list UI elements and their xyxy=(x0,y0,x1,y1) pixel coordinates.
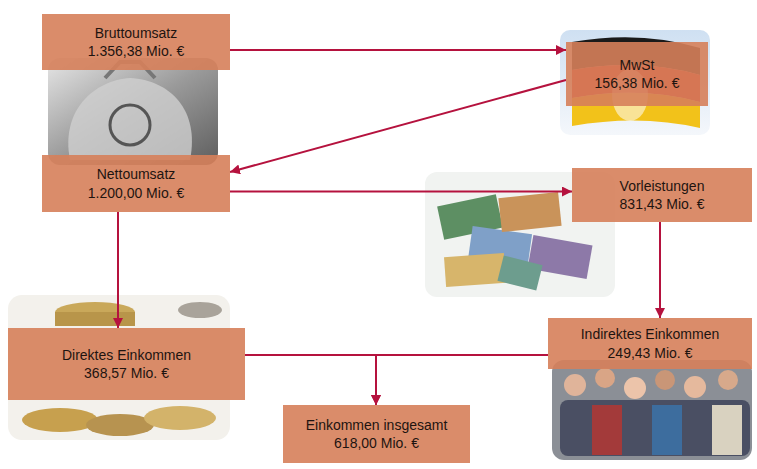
box-heading: Indirektes Einkommen xyxy=(581,325,720,343)
crowd-photo xyxy=(552,360,752,460)
amount-value: 1.356,38 Mio. € xyxy=(88,42,185,60)
flow-arrow xyxy=(376,355,548,405)
flow-arrow xyxy=(230,191,572,193)
value-box: Vorleistungen831,43 Mio. € xyxy=(572,168,752,222)
box-heading: MwSt xyxy=(620,56,655,74)
flow-arrow xyxy=(230,49,566,51)
amount-value: 249,43 Mio. € xyxy=(608,344,693,362)
value-box: Einkommen insgesamt618,00 Mio. € xyxy=(283,405,470,463)
amount-value: 1.200,00 Mio. € xyxy=(88,184,185,202)
flow-arrow xyxy=(659,222,661,318)
value-box: Indirektes Einkommen249,43 Mio. € xyxy=(548,318,752,369)
flow-arrow xyxy=(230,80,566,172)
value-box: MwSt156,38 Mio. € xyxy=(566,42,708,106)
value-box: Direktes Einkommen368,57 Mio. € xyxy=(8,328,245,400)
box-heading: Vorleistungen xyxy=(620,177,705,195)
amount-value: 618,00 Mio. € xyxy=(334,434,419,452)
box-heading: Bruttoumsatz xyxy=(95,24,177,42)
amount-value: 368,57 Mio. € xyxy=(84,364,169,382)
value-box: Nettoumsatz1.200,00 Mio. € xyxy=(42,155,230,212)
amount-value: 831,43 Mio. € xyxy=(620,195,705,213)
flow-arrow xyxy=(117,212,119,328)
money-bag-photo xyxy=(48,58,218,165)
box-heading: Direktes Einkommen xyxy=(62,346,191,364)
box-heading: Einkommen insgesamt xyxy=(306,416,448,434)
flow-arrow xyxy=(245,355,376,405)
amount-value: 156,38 Mio. € xyxy=(595,74,680,92)
box-heading: Nettoumsatz xyxy=(97,165,176,183)
flag-photo xyxy=(560,30,710,135)
value-box: Bruttoumsatz1.356,38 Mio. € xyxy=(42,14,230,70)
